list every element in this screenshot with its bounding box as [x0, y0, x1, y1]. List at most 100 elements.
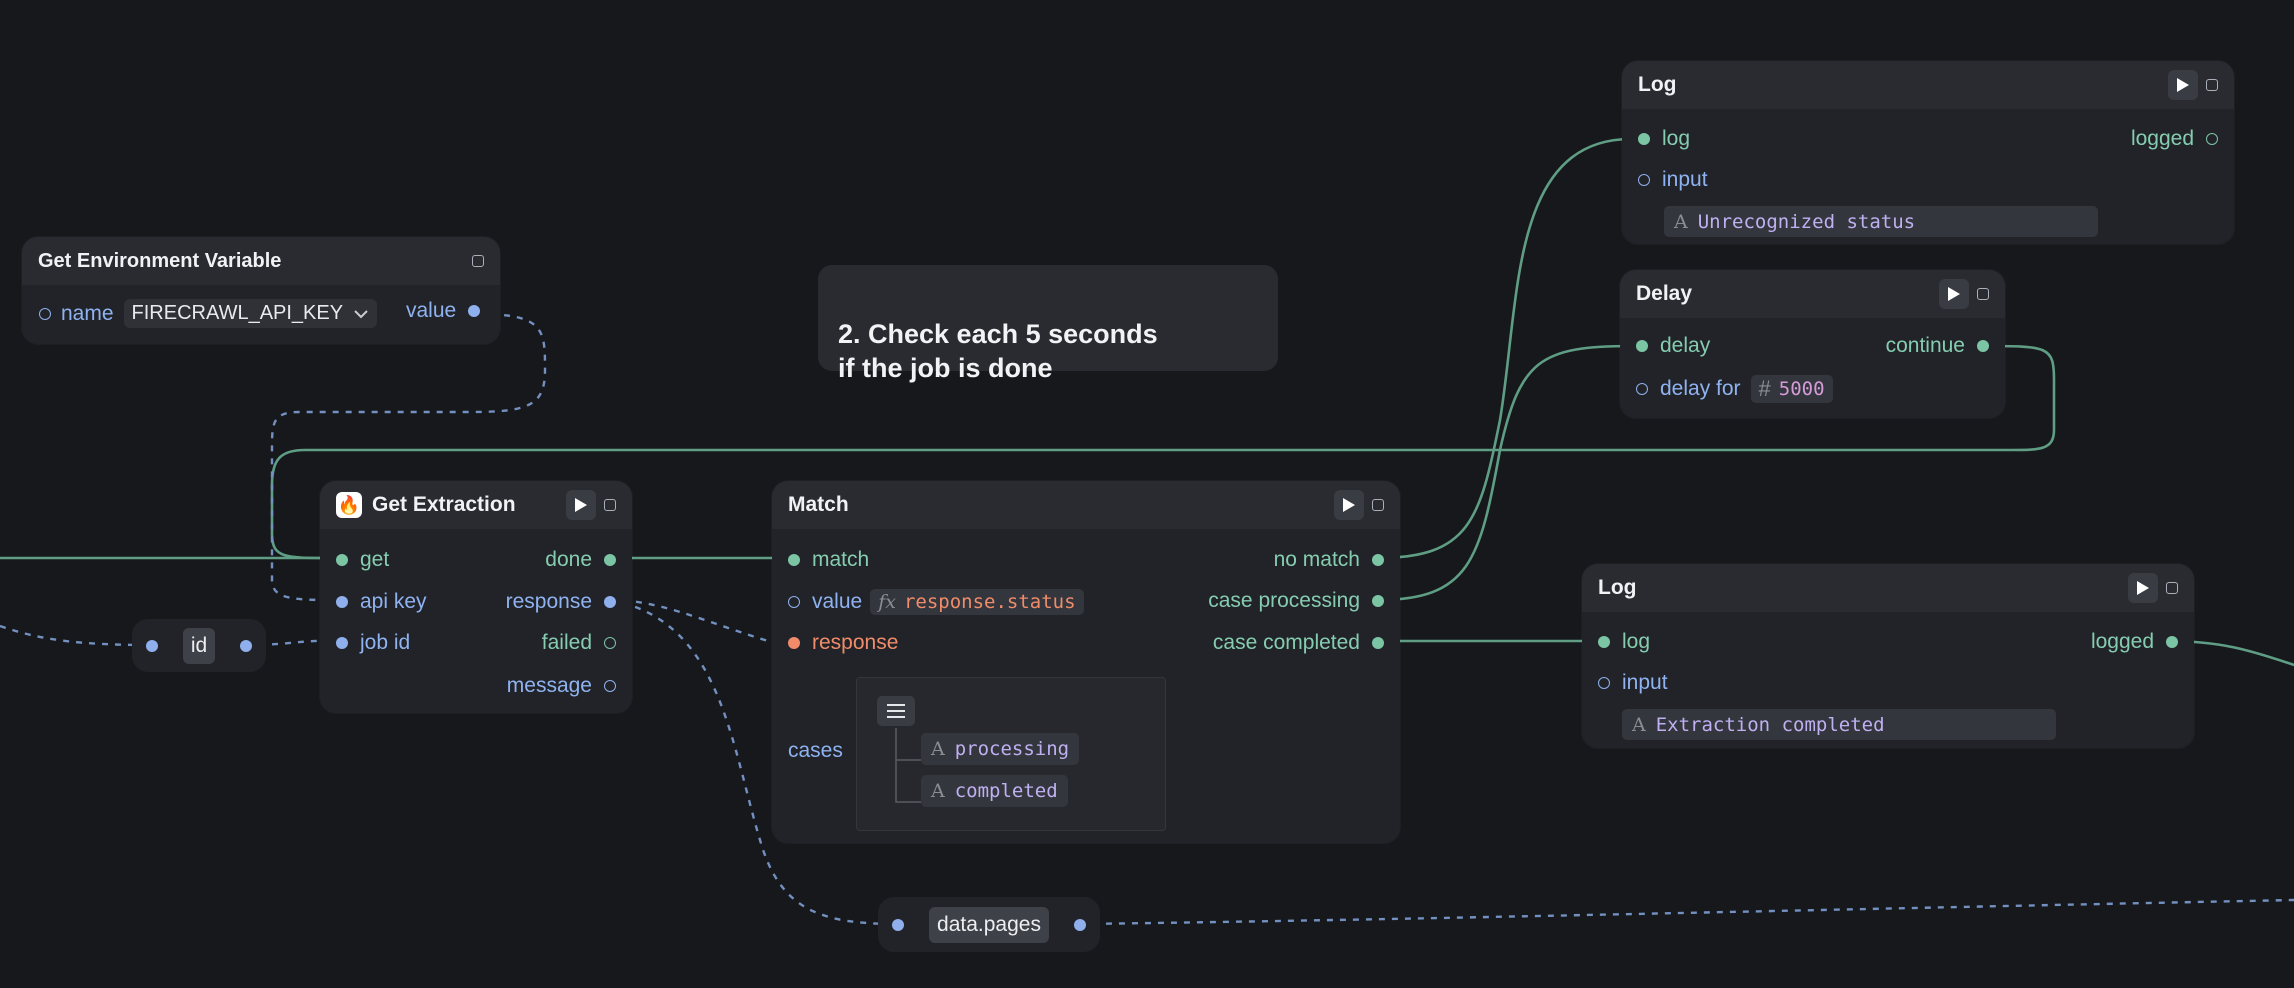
output-label: case completed	[1212, 631, 1360, 654]
square-icon[interactable]	[2206, 79, 2218, 91]
log-label: log	[1662, 127, 1691, 150]
input-port[interactable]	[336, 637, 348, 649]
run-button[interactable]	[2128, 573, 2158, 603]
log-input-field[interactable]: A Unrecognized status	[1664, 206, 2098, 237]
play-icon	[1948, 287, 1960, 301]
text-icon: A	[931, 738, 945, 760]
case-item[interactable]: A processing	[921, 733, 1080, 765]
exec-out-port[interactable]	[604, 637, 616, 649]
delay-for-value: 5000	[1778, 378, 1825, 400]
delay-node[interactable]: Delay delay delay for # 5000 continue	[1620, 270, 2005, 418]
output-label: case processing	[1208, 589, 1360, 612]
output-port[interactable]	[1074, 918, 1086, 931]
input-port[interactable]	[146, 639, 158, 652]
text-icon: A	[931, 780, 945, 802]
play-icon	[1343, 498, 1355, 512]
exec-out-port[interactable]	[604, 554, 616, 566]
input-port[interactable]	[336, 596, 348, 608]
logged-label: logged	[2090, 630, 2154, 653]
square-icon[interactable]	[2166, 582, 2178, 594]
chevron-down-icon	[354, 309, 368, 318]
input-port[interactable]	[1598, 677, 1610, 689]
comment-note[interactable]: 2. Check each 5 seconds if the job is do…	[818, 265, 1278, 383]
data-pages-node[interactable]: data.pages	[878, 897, 1100, 952]
get-extraction-node[interactable]: 🔥 Get Extraction get api key job id done…	[320, 481, 632, 713]
exec-out-port[interactable]	[2206, 133, 2218, 145]
id-node[interactable]: id	[132, 619, 266, 672]
run-button[interactable]	[2168, 70, 2198, 100]
output-label: done	[545, 548, 592, 571]
play-icon	[2177, 78, 2189, 92]
data-pages-chip: data.pages	[929, 906, 1049, 943]
log-node-bottom[interactable]: Log log input A Extraction completed log…	[1582, 564, 2194, 748]
exec-in-port[interactable]	[336, 554, 348, 566]
node-title: Delay	[1636, 282, 1693, 305]
tree-lines	[895, 728, 921, 803]
input-label: api key	[360, 590, 427, 613]
exec-out-port[interactable]	[1372, 595, 1384, 607]
output-port[interactable]	[468, 305, 481, 317]
response-label: response	[812, 631, 899, 654]
node-title: Match	[788, 493, 849, 516]
exec-out-port[interactable]	[2166, 636, 2178, 648]
output-port[interactable]	[239, 639, 252, 652]
value-expression-field[interactable]: fx response.status	[870, 589, 1084, 615]
node-title: Get Environment Variable	[38, 249, 282, 272]
input-port[interactable]	[892, 918, 904, 931]
log-label: log	[1622, 630, 1651, 653]
delay-for-field[interactable]: # 5000	[1750, 375, 1833, 403]
case-value: processing	[954, 738, 1070, 760]
output-port[interactable]	[604, 680, 616, 692]
exec-out-port[interactable]	[1977, 340, 1989, 352]
name-label: name	[61, 301, 114, 325]
logged-label: logged	[2130, 127, 2194, 150]
match-label: match	[812, 548, 870, 571]
value-expression: response.status	[903, 591, 1076, 613]
node-title: Log	[1598, 576, 1637, 599]
exec-in-port[interactable]	[1636, 340, 1648, 352]
run-button[interactable]	[1334, 490, 1364, 520]
input-port[interactable]	[788, 637, 800, 649]
run-button[interactable]	[1939, 279, 1969, 309]
square-icon[interactable]	[604, 499, 616, 511]
output-label: message	[506, 674, 592, 697]
input-port[interactable]	[788, 596, 800, 608]
match-node[interactable]: Match match value fx response.status res…	[772, 481, 1400, 843]
text-icon: A	[1632, 713, 1646, 736]
delay-label: delay	[1660, 334, 1711, 357]
exec-out-port[interactable]	[1372, 554, 1384, 566]
square-icon[interactable]	[1372, 499, 1384, 511]
input-port[interactable]	[1638, 174, 1650, 186]
delay-for-label: delay for	[1660, 377, 1741, 400]
input-port[interactable]	[39, 307, 51, 320]
exec-in-port[interactable]	[1638, 133, 1650, 145]
input-port[interactable]	[1636, 383, 1648, 395]
output-label: no match	[1273, 548, 1360, 571]
exec-out-port[interactable]	[1372, 637, 1384, 649]
play-icon	[575, 498, 587, 512]
continue-label: continue	[1885, 334, 1965, 357]
exec-in-port[interactable]	[788, 554, 800, 566]
square-icon[interactable]	[1977, 288, 1989, 300]
input-label: job id	[360, 631, 411, 654]
text-icon: A	[1674, 210, 1688, 233]
log-node-top[interactable]: Log log input A Unrecognized status logg…	[1622, 61, 2234, 244]
get-env-variable-node[interactable]: Get Environment Variable name FIRECRAWL_…	[22, 237, 500, 344]
fire-icon: 🔥	[336, 492, 362, 518]
id-chip: id	[182, 627, 216, 664]
output-label: response	[505, 590, 592, 613]
input-label: input	[1662, 168, 1708, 191]
hash-icon: #	[1758, 376, 1771, 401]
log-input-field[interactable]: A Extraction completed	[1622, 709, 2056, 740]
output-port[interactable]	[604, 596, 616, 608]
case-item[interactable]: A completed	[921, 775, 1068, 807]
cases-label: cases	[788, 739, 843, 762]
square-icon[interactable]	[472, 255, 484, 267]
run-button[interactable]	[566, 490, 596, 520]
play-icon	[2137, 581, 2149, 595]
value-label: value	[406, 299, 457, 322]
exec-in-port[interactable]	[1598, 636, 1610, 648]
env-name-select[interactable]: FIRECRAWL_API_KEY	[123, 299, 378, 328]
list-icon[interactable]	[877, 696, 915, 726]
cases-list: A processing A completed	[856, 677, 1166, 831]
